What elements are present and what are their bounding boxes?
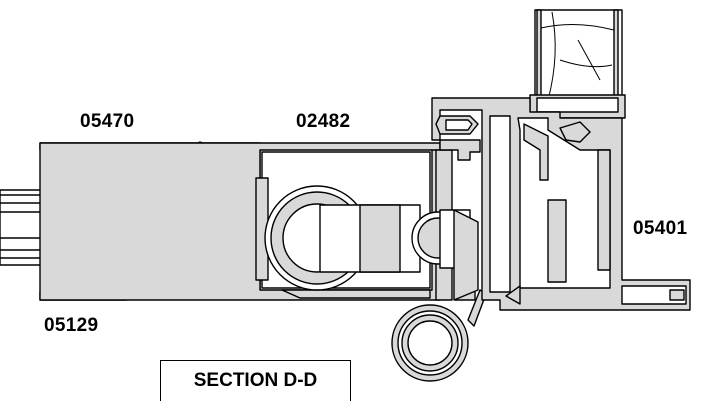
- section-title: SECTION D-D: [160, 360, 351, 401]
- part-label-02482: 02482: [296, 111, 351, 132]
- bottom-seal: [391, 289, 487, 382]
- glass-panel-top: [529, 9, 626, 119]
- part-label-05129: 05129: [44, 315, 99, 336]
- part-label-05470: 05470: [80, 111, 135, 132]
- part-label-05401: 05401: [633, 218, 688, 239]
- roller-assembly: [264, 185, 479, 301]
- frame-profile-05401: [431, 97, 691, 311]
